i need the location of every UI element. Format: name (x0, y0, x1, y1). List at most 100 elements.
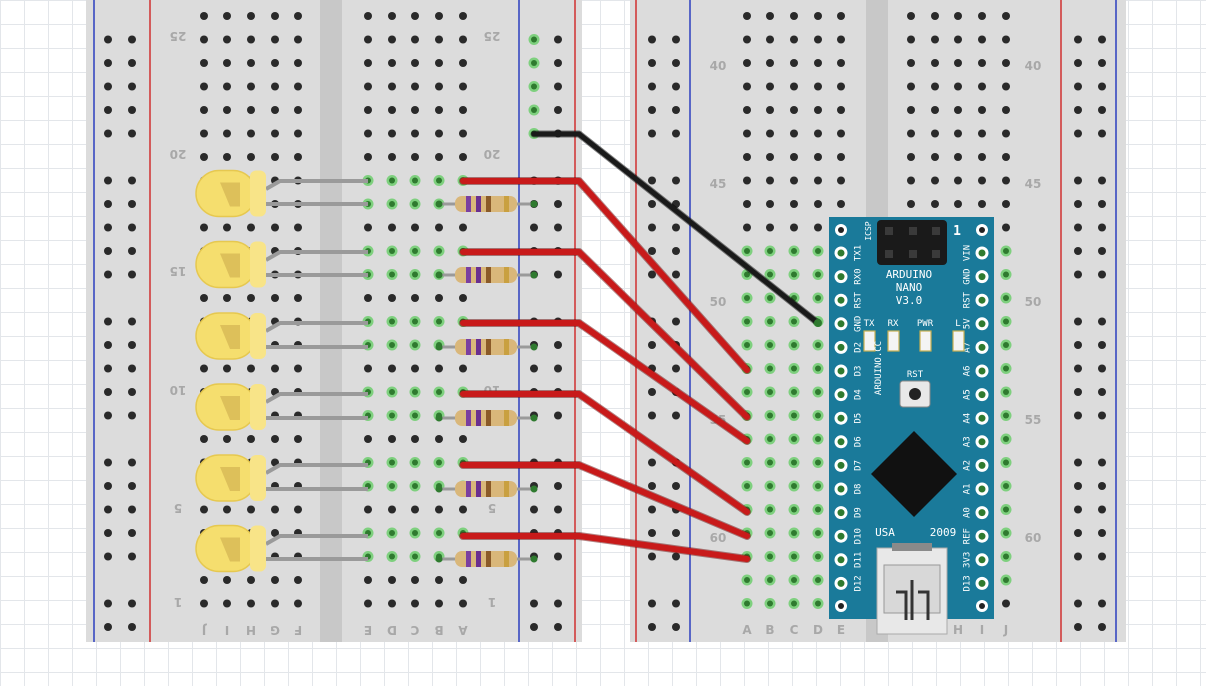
hole (294, 435, 302, 443)
hole (791, 577, 797, 583)
hole (766, 59, 774, 67)
hole (978, 129, 986, 138)
nano-right-pin-center (978, 532, 986, 540)
column-letter-label: D (813, 623, 823, 637)
hole (978, 106, 986, 114)
hole (412, 342, 418, 348)
hole (790, 129, 798, 138)
nano-left-pin-center (837, 509, 845, 517)
hole (1003, 389, 1009, 395)
nano-title-line: V3.0 (896, 294, 923, 307)
hole (271, 35, 279, 44)
hole (1074, 106, 1082, 114)
hole (294, 576, 302, 584)
hole (766, 35, 774, 44)
hole (364, 153, 372, 161)
row-number-label: 60 (710, 531, 727, 545)
hole (815, 483, 821, 489)
hole (247, 576, 255, 584)
hole (744, 318, 750, 325)
hole (223, 129, 231, 138)
icsp-header (877, 220, 947, 265)
hole (530, 623, 538, 631)
resistor-band (466, 267, 471, 283)
hole (436, 459, 442, 466)
ground-wire (531, 131, 821, 326)
hole (554, 35, 562, 44)
led-lead (265, 534, 368, 546)
nano-pin-label: RX0 (854, 268, 864, 284)
hole (837, 12, 845, 20)
hole (767, 342, 773, 348)
hole (104, 599, 112, 608)
hole (648, 35, 656, 44)
resistor-endpoint (435, 555, 443, 563)
hole (791, 271, 797, 278)
hole (1074, 35, 1082, 44)
hole (931, 59, 939, 67)
hole (791, 483, 797, 489)
nano-right-pin-center (978, 343, 986, 351)
nano-pin-label: VIN (963, 245, 973, 261)
column-letter-label: F (294, 623, 302, 637)
hole (648, 599, 656, 608)
hole (364, 106, 372, 114)
hole (931, 35, 939, 44)
led-rim (250, 384, 266, 430)
hole (104, 317, 112, 326)
column-letter-label: C (790, 623, 799, 637)
hole (389, 201, 395, 207)
hole (294, 294, 302, 302)
nano-pin-label: RST (854, 291, 864, 308)
resistor-band (486, 196, 491, 212)
nano-pin-label: D6 (854, 436, 864, 447)
arduino-nano: TX1RX0RSTGNDD2D3D4D5D6D7D8D9D10D11D12VIN… (829, 217, 994, 635)
nano-pin-label: D12 (854, 575, 864, 591)
nano-pin-label: TX1 (854, 245, 864, 261)
hole (1002, 106, 1010, 114)
hole (459, 223, 467, 232)
hole (104, 176, 112, 185)
hole (814, 12, 822, 20)
hole (931, 153, 939, 161)
hole (271, 364, 279, 373)
hole (1002, 59, 1010, 67)
hole (790, 82, 798, 91)
hole (790, 35, 798, 44)
hole (554, 270, 562, 279)
row-number-label: 50 (1025, 295, 1042, 309)
resistor-band (476, 267, 481, 283)
hole (459, 364, 467, 373)
hole (247, 106, 255, 114)
hole (1074, 223, 1082, 232)
hole (814, 106, 822, 114)
hole (1098, 106, 1106, 114)
hole (364, 223, 372, 232)
column-letter-label: J (202, 623, 207, 637)
hole (412, 248, 418, 254)
hole (672, 82, 680, 91)
hole (1074, 270, 1082, 279)
hole (672, 364, 680, 373)
hole (1098, 59, 1106, 67)
hole (766, 176, 774, 185)
hole (223, 435, 231, 443)
led-rim (250, 241, 266, 288)
icsp-label: ICSP (864, 221, 873, 240)
hole (791, 553, 797, 560)
hole (767, 248, 773, 254)
hole (743, 59, 751, 67)
resistor-band (504, 551, 509, 567)
hole (648, 200, 656, 208)
hole (223, 599, 231, 608)
led-rim (250, 525, 266, 572)
resistor-band (486, 481, 491, 497)
hole (1074, 599, 1082, 608)
nano-left-pin-center (837, 249, 845, 257)
hole (104, 247, 112, 255)
hole (1098, 388, 1106, 396)
column-letter-label: C (410, 623, 419, 637)
hole (223, 59, 231, 67)
hole (554, 223, 562, 232)
hole (744, 271, 750, 278)
